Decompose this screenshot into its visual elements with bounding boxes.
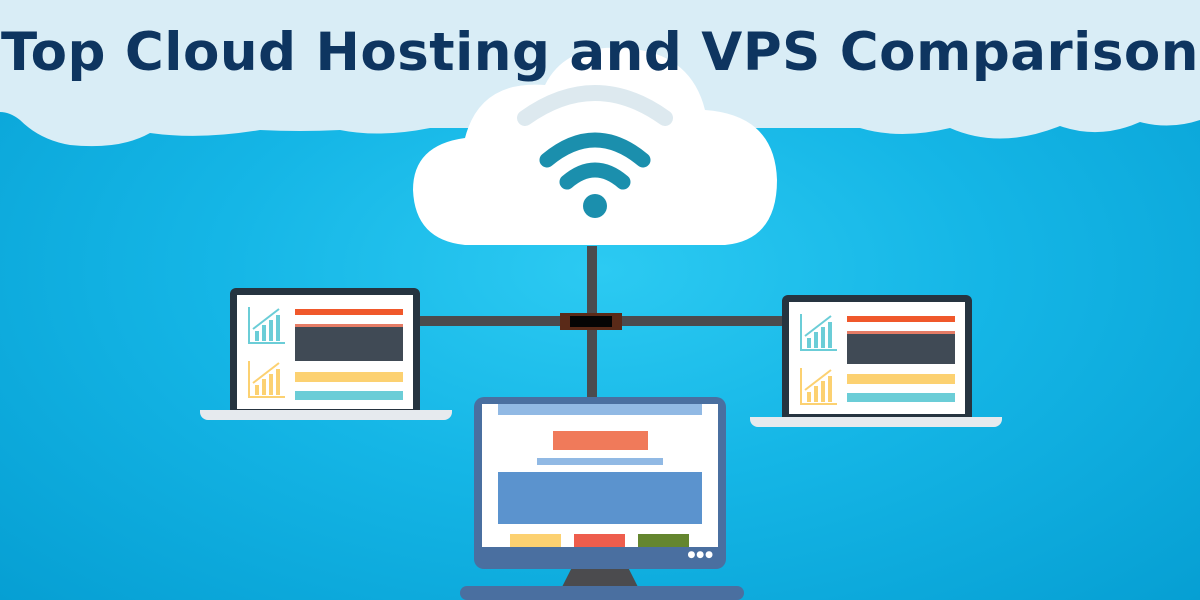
laptop-left-base: [200, 410, 452, 420]
laptop-right-base: [750, 417, 1002, 427]
page-title: Top Cloud Hosting and VPS Comparison: [0, 22, 1200, 83]
monitor-dots-icon: ●●●: [687, 550, 714, 560]
laptop-right: [782, 295, 972, 417]
growth-chart-icon: [248, 361, 285, 398]
wifi-icon: [539, 132, 651, 218]
monitor-stand: [562, 569, 638, 587]
monitor-base: [460, 586, 744, 600]
network-hub-icon: [560, 313, 622, 330]
laptop-left: [230, 288, 420, 412]
growth-chart-icon: [800, 314, 837, 351]
monitor-icon: ●●●: [474, 397, 726, 569]
growth-chart-icon: [800, 368, 837, 405]
growth-chart-icon: [248, 307, 285, 344]
